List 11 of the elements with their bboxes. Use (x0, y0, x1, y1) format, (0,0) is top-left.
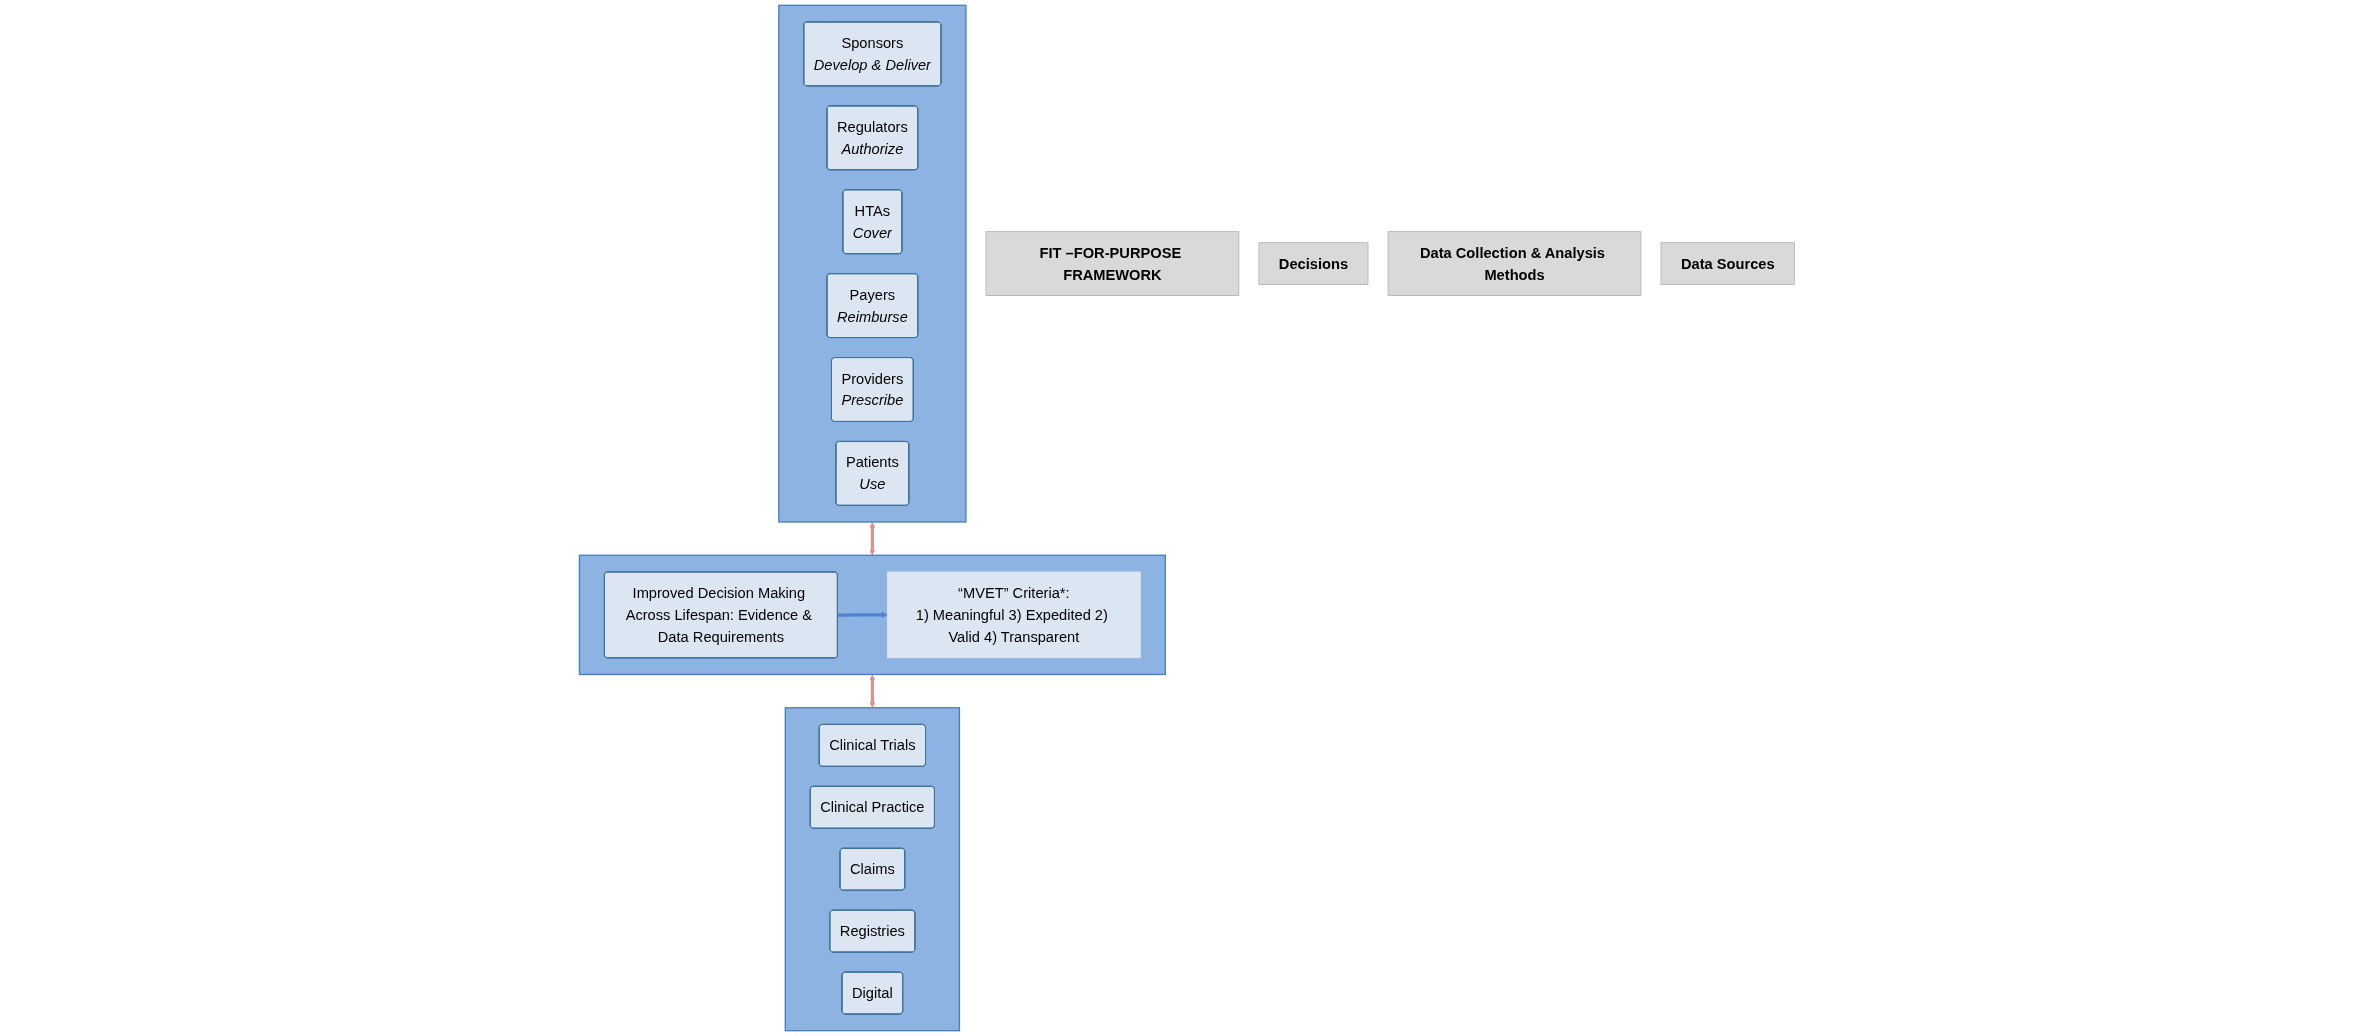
cluster (578, 554, 1166, 676)
node-box: FIT –FOR-PURPOSE FRAMEWORK (985, 231, 1240, 296)
arrow (869, 522, 876, 556)
node-box: Decisions (1258, 242, 1369, 285)
node-box: Data Sources (1660, 242, 1795, 285)
arrow (837, 611, 888, 618)
node-box: Data Collection & Analysis Methods (1387, 231, 1642, 296)
node-box: “MVET” Criteria*: 1) Meaningful 3) Expedited 2) Valid 4) Transparent (887, 571, 1141, 659)
cluster (778, 4, 967, 523)
arrow (869, 674, 876, 708)
cluster (784, 707, 961, 1032)
